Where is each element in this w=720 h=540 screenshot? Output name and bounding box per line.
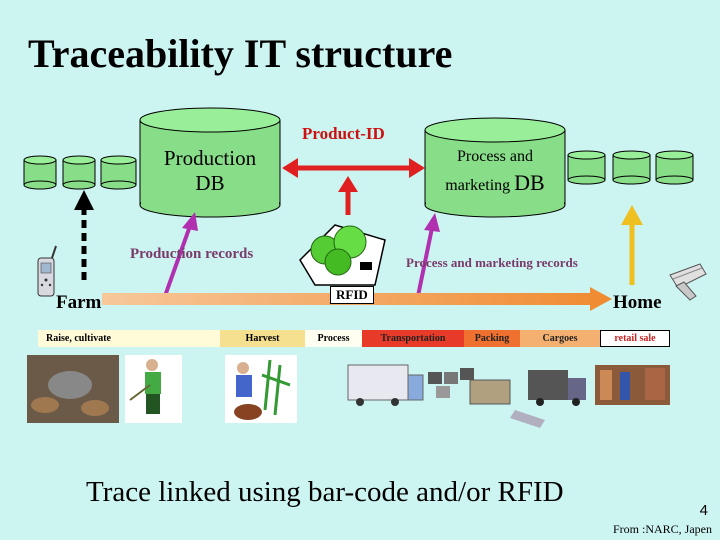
production-db-cylinder (139, 107, 281, 218)
photo-packing-boxes (428, 368, 511, 405)
cabbage-product-icon (299, 224, 386, 286)
stage-harvest: Harvest (220, 330, 305, 347)
stage-transportation: Transportation (362, 330, 464, 347)
page-title: Traceability IT structure (28, 31, 453, 76)
small-db-left-1 (23, 155, 57, 190)
process-records-label: Process and marketing records (406, 255, 578, 270)
production-db-line2: DB (195, 171, 225, 195)
photo-farmer-cultivating (125, 355, 182, 423)
process-db-line2b: DB (514, 170, 545, 195)
process-db-line2a: marketing (445, 177, 515, 194)
product-id-label: Product-ID (302, 124, 385, 143)
page-number: 4 (699, 502, 708, 519)
mobile-phone-icon (37, 245, 57, 297)
barcode-scanner-icon (669, 263, 707, 301)
photo-cargo-truck (510, 370, 586, 428)
small-db-right-3 (655, 150, 694, 185)
small-db-right-1 (567, 150, 606, 185)
process-records-arrow (416, 213, 440, 297)
rfid-tag-label: RFID (330, 286, 374, 304)
process-db-cylinder (424, 117, 566, 218)
photo-retail-store (595, 365, 670, 405)
process-db-line1: Process and (457, 148, 533, 165)
small-db-right-2 (612, 150, 651, 185)
footer-caption: Trace linked using bar-code and/or RFID (86, 476, 564, 508)
home-label: Home (613, 292, 662, 313)
source-credit: From :NARC, Japen (613, 522, 712, 536)
photo-transport-trucks (347, 364, 424, 406)
production-records-arrow (163, 212, 198, 297)
production-db-line1: Production (163, 146, 257, 170)
stage-raise-cultivate: Raise, cultivate (38, 330, 220, 347)
stage-cargoes: Cargoes (520, 330, 600, 347)
stage-process: Process (305, 330, 362, 347)
photo-harvest (225, 355, 297, 423)
farm-label: Farm (56, 292, 102, 313)
small-db-left-3 (100, 155, 137, 190)
rfid-upload-arrow (338, 176, 358, 215)
stage-retail-sale: retail sale (600, 330, 670, 347)
production-db-label: Production DB (140, 146, 280, 196)
photo-livestock (27, 355, 119, 423)
product-id-link-arrow (282, 158, 425, 178)
stage-packing: Packing (464, 330, 520, 347)
production-records-label: Production records (130, 246, 254, 262)
home-access-arrow (621, 205, 643, 285)
process-db-label: Process and marketing DB (425, 148, 565, 196)
small-db-left-2 (62, 155, 96, 190)
farm-upload-dashed-arrow (74, 190, 94, 280)
